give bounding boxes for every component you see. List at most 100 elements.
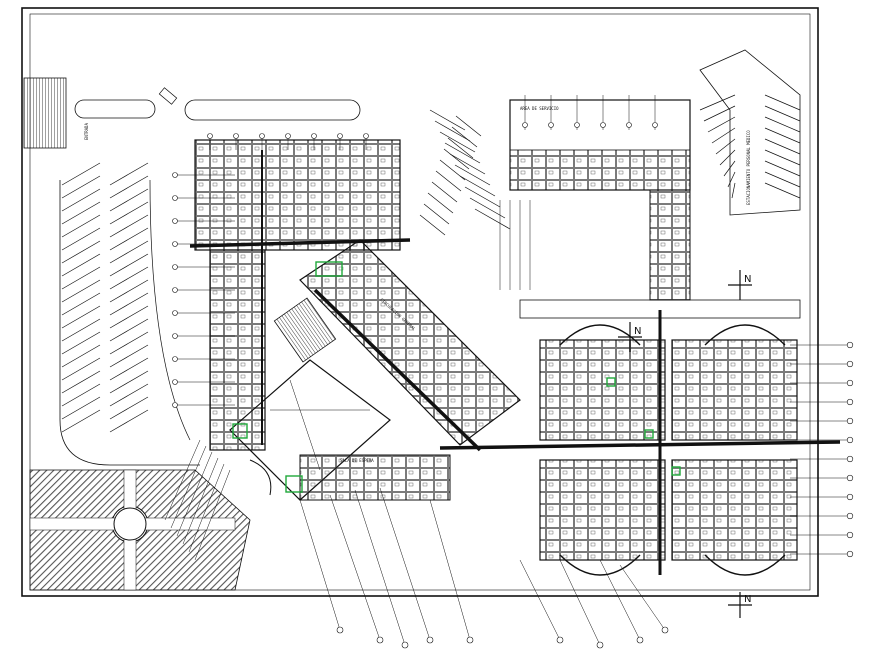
drafting-line [464, 186, 501, 208]
grid-bubble [336, 626, 344, 634]
drafting-line [299, 499, 341, 631]
grid-bubble [466, 636, 474, 644]
drafting-line [109, 201, 149, 225]
drafting-line [731, 182, 736, 199]
drafting-line [61, 227, 101, 251]
drafting-line [61, 357, 101, 381]
grid-bubble [426, 636, 434, 644]
drafting-line [469, 197, 506, 219]
drafting-line [109, 331, 149, 355]
grid-bubble [172, 287, 178, 293]
drafting-line [699, 94, 736, 111]
drafting-line [447, 137, 474, 159]
pavilion-curve-ne [704, 324, 786, 346]
drafting-line [61, 383, 101, 407]
drafting-line [109, 357, 149, 381]
top-right-parking-stalls [699, 94, 801, 199]
grid-bubble [846, 493, 854, 501]
drafting-line [439, 131, 476, 153]
drafting-line [61, 162, 101, 186]
north-arrow-bottom-label: N [744, 594, 751, 605]
drafting-line [619, 564, 666, 631]
vertical-core [649, 189, 691, 301]
entrance-label: ENTRADA [84, 123, 89, 140]
drafting-line [434, 120, 471, 142]
grid-bubble [846, 417, 854, 425]
grid-bubble [172, 195, 178, 201]
drafting-line [443, 148, 470, 170]
grid-bubble [172, 356, 178, 362]
drafting-line [109, 409, 149, 433]
grid-bubble [846, 341, 854, 349]
drafting-line [109, 383, 149, 407]
grid-bubble [636, 636, 644, 644]
drafting-line [764, 149, 801, 166]
grid-bubble [337, 133, 343, 139]
service-wing-label: AREA DE SERVICIO [520, 106, 559, 111]
drafting-line [61, 318, 101, 342]
grid-bubble [172, 310, 178, 316]
drafting-line [329, 494, 381, 641]
drafting-line [61, 253, 101, 277]
grid-bubble [846, 512, 854, 520]
pavilion-curve-se [704, 554, 786, 576]
drafting-line [764, 116, 801, 133]
drafting-line [474, 208, 511, 230]
grid-bubble [233, 133, 239, 139]
north-arrow-mid-label: N [634, 326, 641, 337]
drafting-line [109, 162, 149, 186]
escalator [273, 297, 337, 363]
grid-bubble [846, 360, 854, 368]
diagonal-corridor [313, 288, 482, 452]
drafting-line [61, 266, 101, 290]
drafting-line [723, 160, 736, 177]
grid-bubble [172, 402, 178, 408]
drafting-line [109, 292, 149, 316]
drafting-line [423, 203, 450, 225]
grid-bubble [846, 474, 854, 482]
grid-bubble [259, 133, 265, 139]
grid-bubble [596, 641, 604, 649]
drafting-line [61, 292, 101, 316]
grid-bubble [600, 122, 606, 128]
drafting-line [109, 266, 149, 290]
drafting-line [109, 175, 149, 199]
service-rooms [509, 149, 691, 191]
grid-bubble [574, 122, 580, 128]
grid-bubble [661, 626, 669, 634]
drafting-line [61, 331, 101, 355]
top-right-parking-outline [699, 49, 801, 216]
column-grid-bubbles [172, 122, 854, 649]
grid-bubble [652, 122, 658, 128]
drafting-line [719, 149, 736, 166]
center-parking-stalls [419, 109, 511, 236]
north-arrow-bottom: N [728, 592, 752, 618]
parking-island-2 [184, 99, 361, 121]
column-grid-lines [164, 95, 850, 646]
drafting-line [459, 175, 496, 197]
drafting-line [109, 253, 149, 277]
site-boundary [21, 7, 819, 597]
pavilion-se [671, 459, 798, 561]
drafting-line [764, 127, 801, 144]
pavilion-nw [539, 339, 666, 441]
grid-bubble [846, 550, 854, 558]
lobby-stair-curve [249, 459, 272, 496]
grid-bubble [363, 133, 369, 139]
grid-bubble [376, 636, 384, 644]
drafting-line [431, 181, 458, 203]
west-wing-lower [209, 249, 266, 451]
diagonal-wing [299, 239, 521, 446]
grid-bubble [401, 641, 409, 649]
drafting-line [109, 188, 149, 212]
grid-bubble [522, 122, 528, 128]
drafting-line [427, 192, 454, 214]
entrance-steps [23, 77, 67, 149]
left-parking-curb [59, 180, 200, 466]
drafting-line [764, 171, 801, 188]
grid-bubble [846, 531, 854, 539]
north-arrow-mid: N [618, 322, 642, 352]
green-highlights [232, 261, 681, 493]
